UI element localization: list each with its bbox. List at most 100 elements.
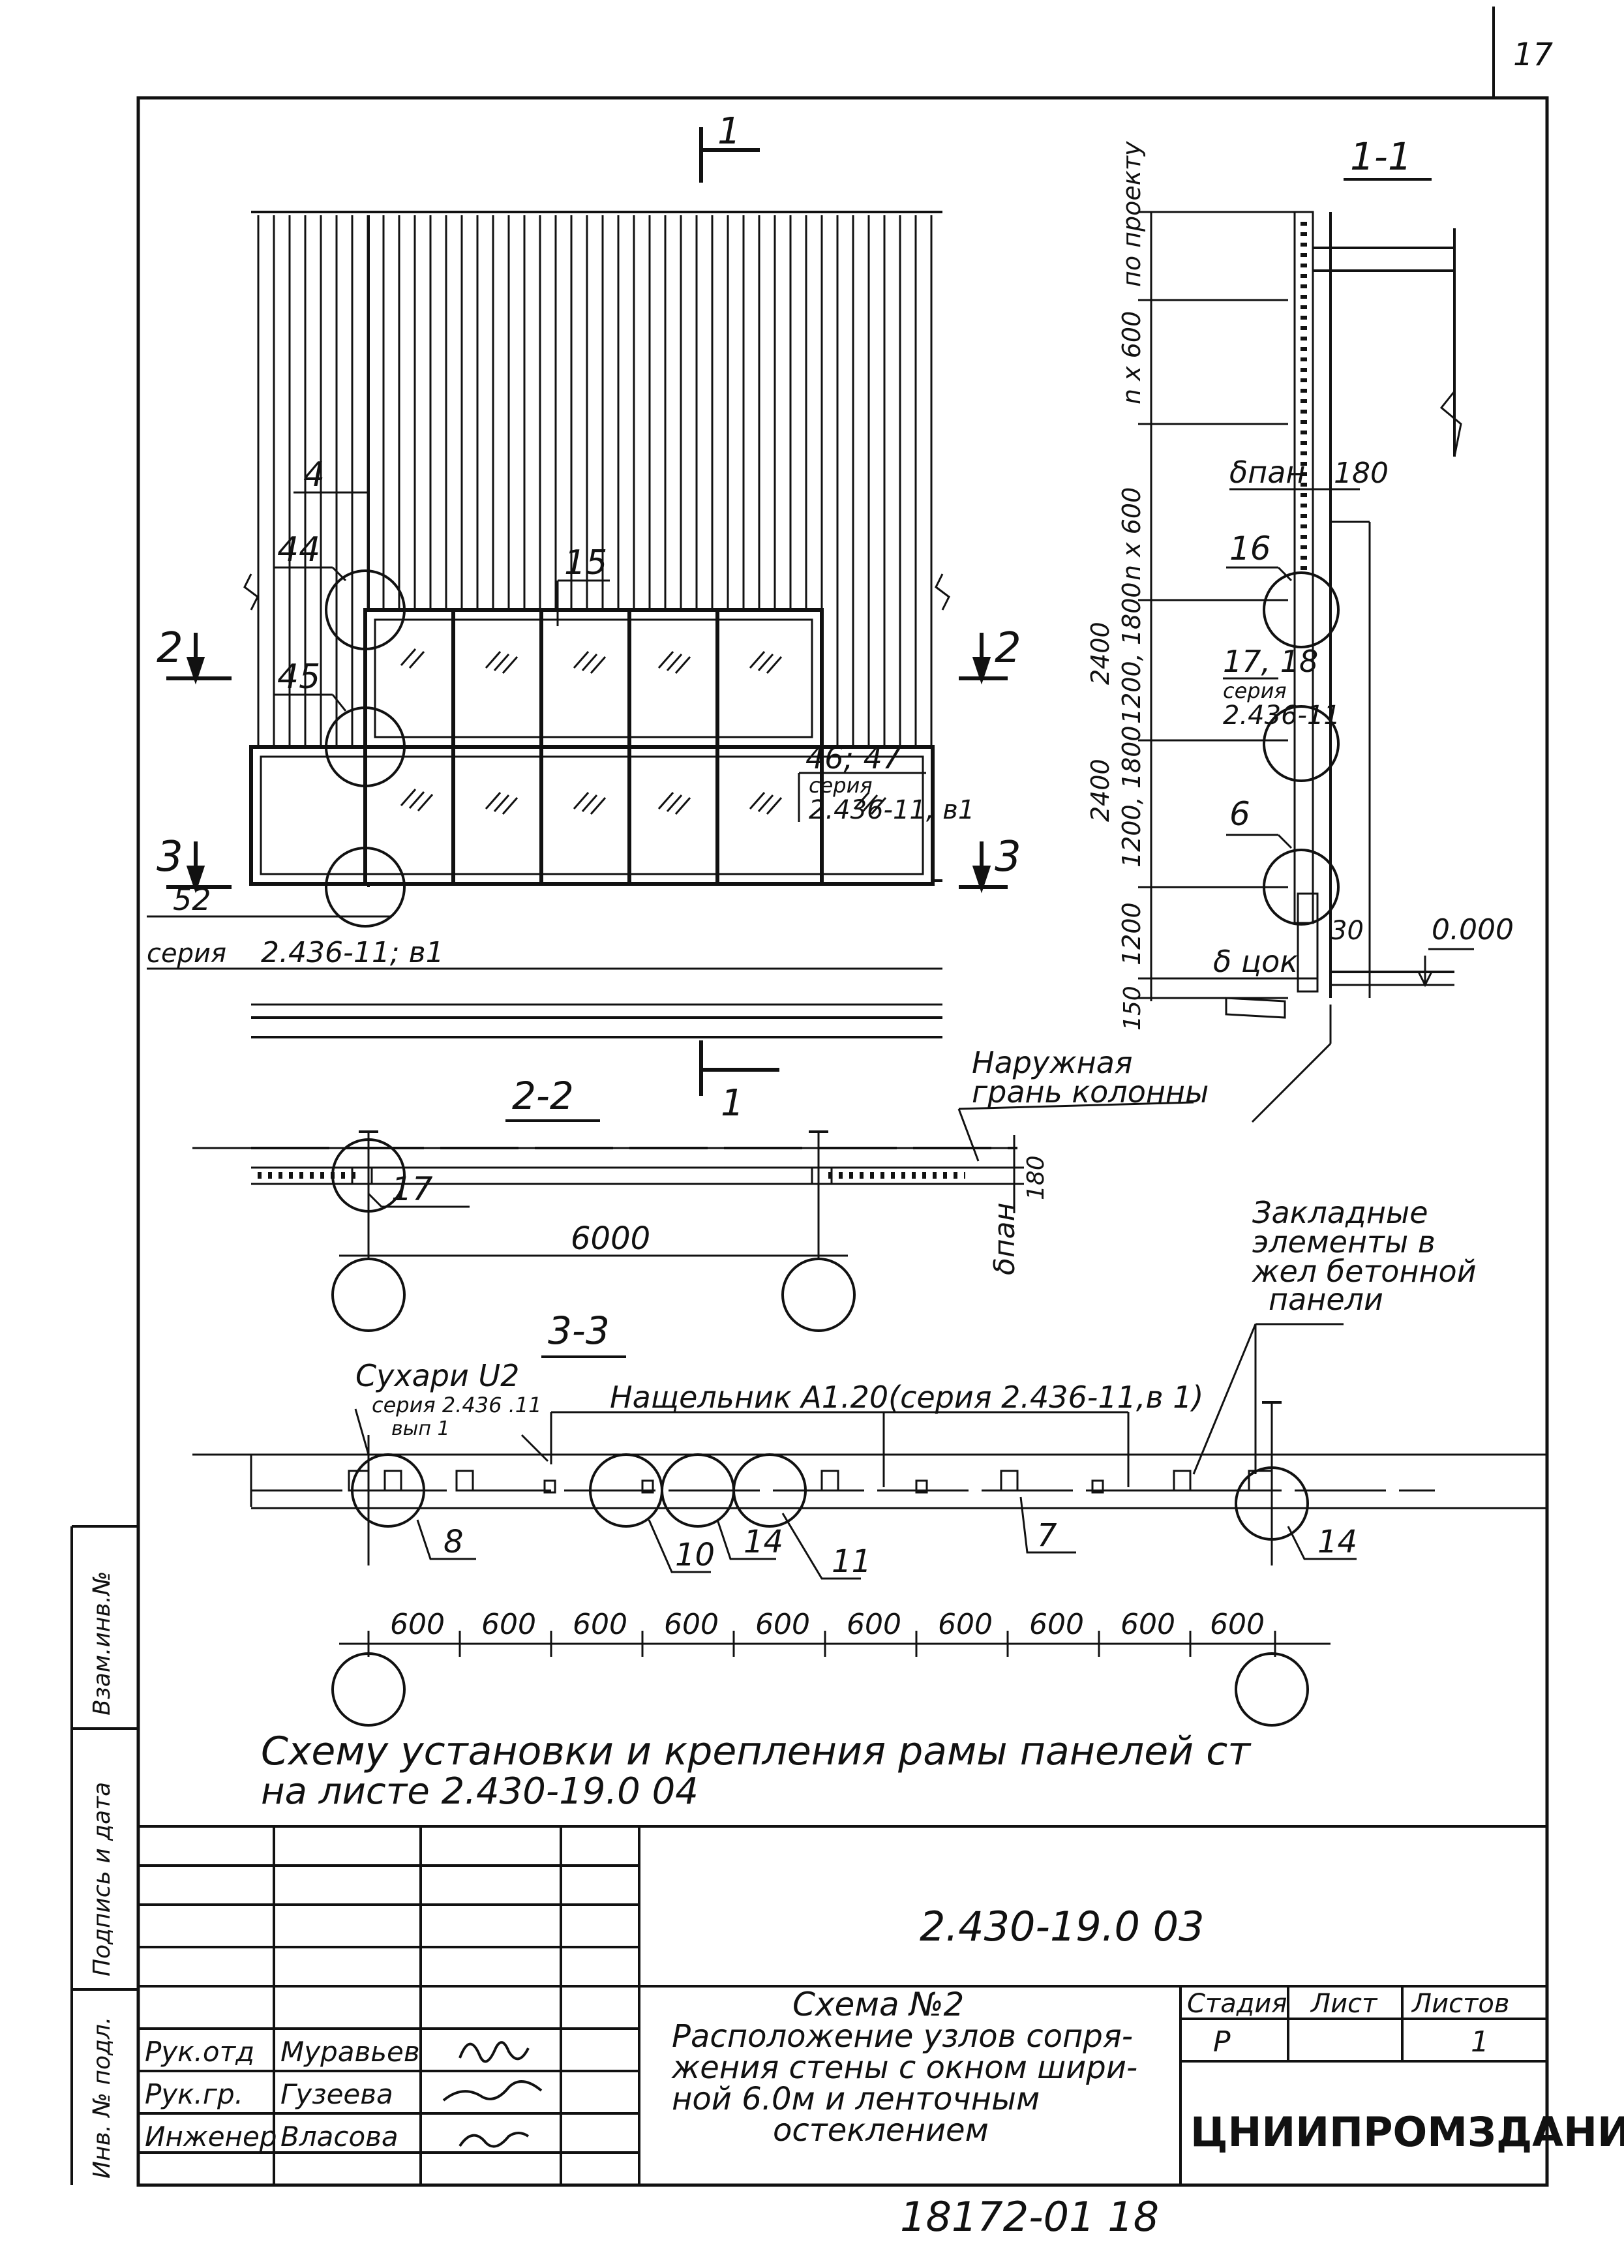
section-2-mark-right: 2 <box>995 624 1021 673</box>
callout-8: 8 <box>444 1524 464 1560</box>
section-1-mark-bottom: 1 <box>721 1082 744 1125</box>
callout-46-series-word: серия <box>809 773 873 798</box>
nashchelnik-label: Нащельник А1.20(серия 2.436-11,в 1) <box>610 1380 1204 1415</box>
callout-14b: 14 <box>1317 1524 1357 1560</box>
title-block: 2.430-19.0 03 Схема №2 Расположение узло… <box>138 1825 1624 2185</box>
zakladnye-line1: Закладные <box>1252 1195 1428 1230</box>
zakladnye-line3: жел бетонной <box>1252 1254 1477 1289</box>
podpis-label: Подпись и дата <box>89 1782 115 1976</box>
person-name: Гузеева <box>280 2078 393 2110</box>
dim-1200-b: 1200, 1800 <box>1117 725 1146 868</box>
signature <box>442 2041 543 2148</box>
person-name: Муравьев <box>280 2036 420 2068</box>
callout-4: 4 <box>303 455 325 494</box>
dim-labels-1-1: по проекту n x 600 n x 600 2400 1200, 18… <box>1086 141 1146 1031</box>
callout-14a: 14 <box>744 1524 783 1560</box>
role-label: Инженер <box>145 2121 277 2153</box>
dim-600: 600 <box>755 1608 810 1641</box>
section-3-mark-right: 3 <box>995 833 1021 881</box>
title-line4: ной 6.0м и ленточным <box>672 2081 1040 2117</box>
detail-circles-front <box>325 569 406 928</box>
note-outer-line1: Наружная <box>972 1045 1133 1080</box>
sukhari-line2: серия 2.436 .11 <box>372 1393 541 1417</box>
note-line2: на листе 2.430-19.0 04 <box>261 1770 699 1813</box>
dim-2400-b: 2400 <box>1086 759 1115 822</box>
dim-n600-a: n x 600 <box>1117 311 1146 404</box>
section-3-3-title: 3-3 <box>548 1308 610 1353</box>
section-2-mark-left: 2 <box>157 624 183 673</box>
dim-top: по проекту <box>1117 141 1146 287</box>
section-2-2: 2-2 17 6000 δпан <box>192 1045 1209 1332</box>
title-line3: жения стены с окном шири- <box>671 2049 1137 2086</box>
note-line1: Схему установки и крепления рамы панелей… <box>261 1729 1252 1774</box>
sukhari-line1: Сухари U2 <box>355 1358 519 1393</box>
person-name: Власова <box>280 2121 398 2153</box>
callout-17-2-2: 17 <box>391 1170 433 1208</box>
section-1-1-title: 1-1 <box>1350 134 1412 179</box>
title-line2: Расположение узлов сопря- <box>672 2018 1133 2055</box>
dim-600: 600 <box>1120 1608 1175 1641</box>
sheets-header: Листов <box>1411 1989 1509 2019</box>
callout-45: 45 <box>277 658 320 697</box>
dim-600: 600 <box>847 1608 901 1641</box>
zakladnye-line2: элементы в <box>1252 1224 1436 1260</box>
glass-hatch <box>400 648 887 815</box>
dim-2400-a: 2400 <box>1086 622 1115 685</box>
level-0000: 0.000 <box>1432 913 1514 946</box>
section-3-mark-left: 3 <box>157 833 183 881</box>
sheet-header: Лист <box>1310 1989 1378 2019</box>
dim-600: 600 <box>664 1608 719 1641</box>
section-1-mark-top: 1 <box>717 110 741 153</box>
section-3-3: 3-3 <box>192 1195 1546 1727</box>
callout-46-series: 2.436-11, в1 <box>809 795 974 825</box>
callout-11: 11 <box>832 1543 871 1580</box>
ribbon-window <box>249 608 935 886</box>
dim-ticks-3-3 <box>367 1631 1276 1657</box>
bottom-number: 18172-01 18 <box>900 2193 1159 2241</box>
dim-600: 600 <box>938 1608 993 1641</box>
dim-1200-a: 1200, 1800 <box>1117 582 1146 724</box>
sheet-number: 17 <box>1513 37 1554 73</box>
dim-180-2-2: 180 <box>1023 1155 1049 1200</box>
callout-52-series: 2.436-11; в1 <box>261 936 444 969</box>
callout-10: 10 <box>675 1537 715 1573</box>
zakladnye-line4: панели <box>1269 1282 1383 1317</box>
title-line1: Схема №2 <box>792 1986 964 2023</box>
inv-podl-label: Инв. № подл. <box>89 2017 115 2179</box>
dim-600: 600 <box>481 1608 536 1641</box>
detail-circles-3-3 <box>331 1453 1309 1727</box>
dim-180-1-1: 180 <box>1334 457 1389 490</box>
dim-600: 600 <box>1210 1608 1265 1641</box>
dims-3-3: 600 600 600 600 600 600 600 600 600 600 <box>390 1608 1265 1641</box>
dim-600: 600 <box>1029 1608 1084 1641</box>
callout-44: 44 <box>277 530 320 569</box>
doc-code: 2.430-19.0 03 <box>920 1903 1205 1950</box>
dim-600: 600 <box>390 1608 445 1641</box>
callout-52: 52 <box>173 882 211 917</box>
callout-46-47: 46; 47 <box>805 740 901 776</box>
callout-52-series-word: серия <box>147 939 226 969</box>
dim-1200-c: 1200 <box>1117 902 1146 965</box>
callout-7: 7 <box>1037 1517 1057 1554</box>
title-line5: остеклением <box>773 2112 989 2149</box>
dim-30: 30 <box>1331 916 1364 946</box>
left-strip: Инв. № подл. Подпись и дата Взам.инв.№ <box>89 1571 115 2179</box>
vzam-label: Взам.инв.№ <box>89 1571 115 1716</box>
dim-6000: 6000 <box>571 1220 650 1257</box>
callout-16: 16 <box>1229 530 1271 567</box>
general-note: Схему установки и крепления рамы панелей… <box>261 1729 1252 1813</box>
callout-6: 6 <box>1229 795 1250 833</box>
stage-header: Стадия <box>1187 1989 1287 2019</box>
dim-150: 150 <box>1119 986 1146 1031</box>
callout-15: 15 <box>564 543 607 582</box>
section-1-1: 1-1 по проекту n x 600 n x 600 2400 1200… <box>1086 134 1514 1123</box>
role-label: Рук.гр. <box>145 2078 243 2110</box>
dim-600: 600 <box>573 1608 627 1641</box>
callout-17-series: 2.436-11 <box>1223 701 1340 731</box>
front-elevation: 1 1 2 2 3 3 <box>147 110 1021 1125</box>
role-label: Рук.отд <box>145 2036 254 2068</box>
section-2-2-title: 2-2 <box>512 1074 574 1118</box>
stage-value: Р <box>1213 2025 1231 2059</box>
callout-17-series-word: серия <box>1223 678 1287 703</box>
